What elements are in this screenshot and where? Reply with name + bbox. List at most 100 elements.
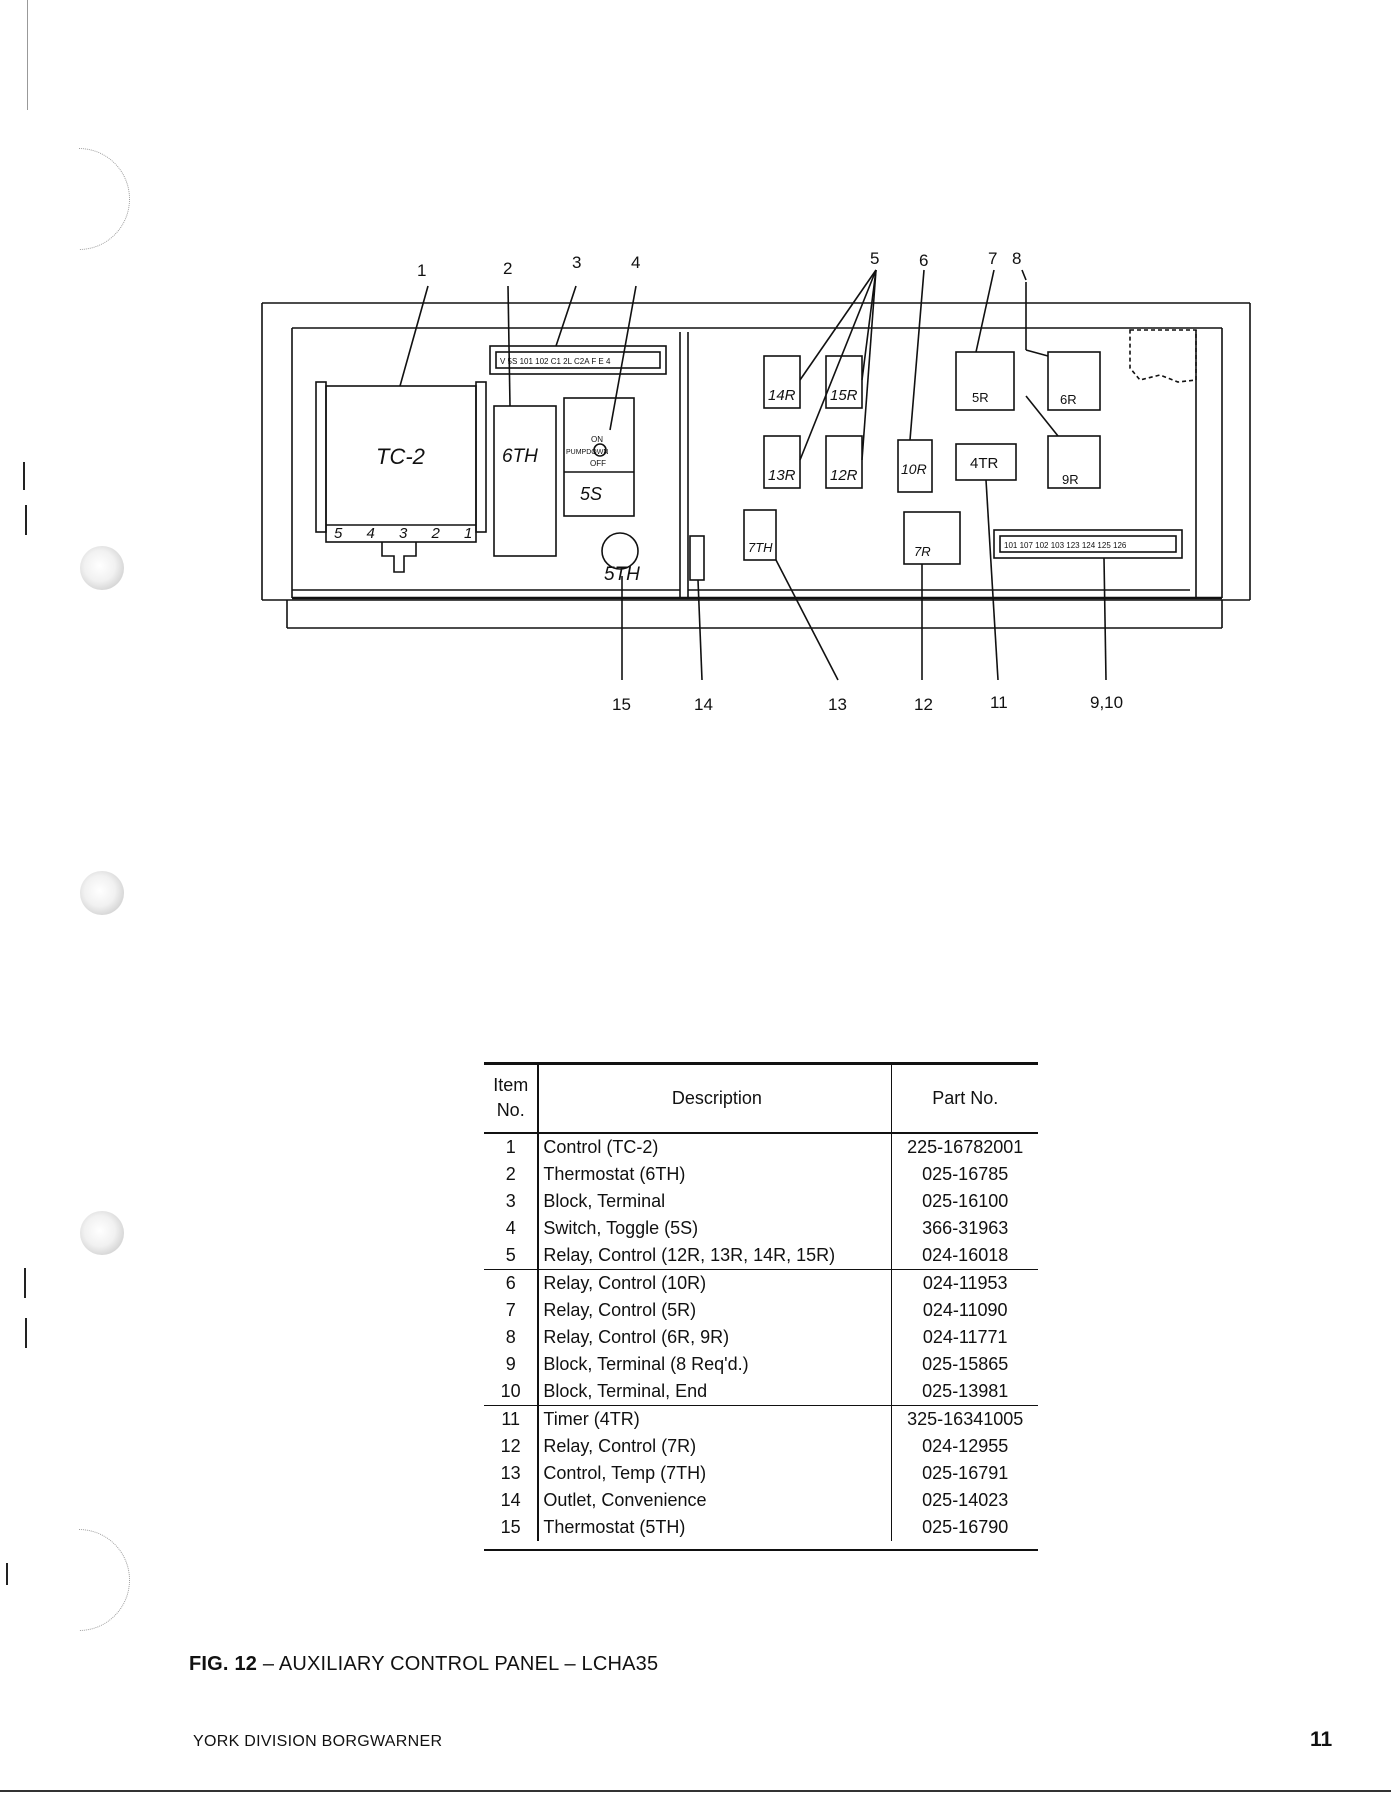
margin-mark [24, 1268, 26, 1298]
row-description: Timer (4TR) [538, 1405, 893, 1433]
row-part-no: 024-11090 [922, 1300, 1008, 1320]
callout-1: 1 [417, 261, 426, 280]
row-item-no: 3 [484, 1188, 540, 1215]
row-part-no: 025-16791 [922, 1463, 1009, 1483]
binder-hole [80, 546, 124, 590]
row-part-no: 025-15865 [922, 1354, 1009, 1374]
row-description: Relay, Control (6R, 9R) [538, 1324, 893, 1351]
margin-mark [6, 1563, 8, 1585]
row-part-no: 024-16018 [891, 1242, 1038, 1270]
page-number: 11 [1310, 1728, 1333, 1751]
header-item-no: Item No. [484, 1064, 540, 1134]
figure-caption: FIG. 12 – AUXILIARY CONTROL PANEL – LCHA… [189, 1653, 658, 1676]
timer-4tr-label: 4TR [970, 455, 999, 472]
switch-5s-label: 5S [580, 484, 602, 504]
row-description: Thermostat (6TH) [538, 1161, 893, 1188]
row-part-no: 325-16341005 [907, 1409, 1024, 1429]
temp-control-7th-label: 7TH [748, 540, 773, 555]
callout-2: 2 [503, 259, 512, 278]
margin-mark [25, 505, 27, 535]
margin-mark [27, 0, 28, 110]
tc2-terminal-numbers: 5 4 3 2 1 [334, 525, 482, 542]
margin-mark [25, 1318, 27, 1348]
row-description: Block, Terminal [538, 1188, 893, 1215]
row-description: Block, Terminal (8 Req'd.) [538, 1351, 893, 1378]
relay-7r-label: 7R [914, 544, 931, 559]
panel-drawing: 1 2 3 4 5 6 7 8 15 14 13 12 11 9,10 TC-2… [261, 249, 1251, 714]
auxiliary-control-panel-diagram: 1 2 3 4 5 6 7 8 15 14 13 12 11 9,10 TC-2… [0, 0, 1391, 760]
row-part-no: 025-13981 [891, 1378, 1038, 1406]
sixth-thermostat-label: 6TH [502, 446, 538, 467]
row-part-no: 025-16785 [922, 1164, 1009, 1184]
callout-9-10: 9,10 [1090, 693, 1123, 712]
row-item-no: 2 [484, 1161, 540, 1188]
callout-14: 14 [694, 695, 713, 714]
row-description: Control (TC-2) [538, 1133, 893, 1161]
callout-12: 12 [914, 695, 933, 714]
switch-off-label: OFF [590, 459, 606, 468]
row-description: Control, Temp (7TH) [538, 1460, 893, 1487]
switch-pumpdown-label: PUMPDOWN [566, 449, 608, 456]
table-bottom-rule [484, 1549, 1038, 1551]
row-part-no: 024-12955 [922, 1436, 1009, 1456]
callout-7: 7 [988, 249, 997, 268]
row-item-no: 7 [484, 1297, 540, 1324]
relay-14r-label: 14R [768, 387, 796, 404]
relay-15r-label: 15R [830, 387, 858, 404]
relay-10r-label: 10R [901, 461, 927, 477]
row-item-no: 10 [484, 1378, 540, 1406]
row-description: Outlet, Convenience [538, 1487, 893, 1514]
top-terminal-strip-label: V 5S 101 102 C1 2L C2A F E 4 [500, 357, 611, 366]
header-description: Description [538, 1064, 893, 1134]
row-item-no: 9 [484, 1351, 540, 1378]
row-description: Relay, Control (10R) [538, 1269, 893, 1297]
row-description: Relay, Control (5R) [538, 1297, 893, 1324]
binder-hole-bottom [79, 1529, 130, 1631]
binder-hole [80, 1211, 124, 1255]
row-item-no: 6 [484, 1269, 540, 1297]
row-item-no: 11 [484, 1405, 540, 1433]
callout-4: 4 [631, 253, 640, 272]
row-item-no: 12 [484, 1433, 540, 1460]
row-item-no: 13 [484, 1460, 540, 1487]
row-item-no: 1 [484, 1133, 540, 1161]
row-description: Thermostat (5TH) [538, 1514, 893, 1541]
row-item-no: 5 [484, 1242, 540, 1270]
row-part-no: 025-14023 [922, 1490, 1009, 1510]
row-part-no: 366-31963 [922, 1218, 1009, 1238]
figure-number: FIG. 12 [189, 1653, 258, 1675]
header-part-no: Part No. [891, 1064, 1038, 1134]
row-part-no: 025-16100 [922, 1191, 1009, 1211]
relay-5r-label: 5R [972, 390, 989, 405]
figure-title: – AUXILIARY CONTROL PANEL – LCHA35 [257, 1653, 659, 1675]
fifth-thermostat-label: 5TH [604, 564, 640, 585]
bottom-rule [0, 1790, 1391, 1792]
row-description: Relay, Control (12R, 13R, 14R, 15R) [538, 1242, 893, 1270]
row-part-no: 025-16790 [922, 1517, 1009, 1537]
callout-8: 8 [1012, 249, 1021, 268]
relay-12r-label: 12R [830, 467, 858, 484]
row-part-no: 024-11953 [922, 1273, 1008, 1293]
table-header-row: Item No. Description Part No. [484, 1064, 1038, 1134]
row-item-no: 14 [484, 1487, 540, 1514]
right-terminal-strip-label: 101 107 102 103 123 124 125 126 [1004, 541, 1127, 550]
margin-mark [23, 462, 25, 490]
callout-15: 15 [612, 695, 631, 714]
binder-hole [80, 871, 124, 915]
relay-13r-label: 13R [768, 467, 796, 484]
table-top-rule [484, 1062, 1038, 1065]
